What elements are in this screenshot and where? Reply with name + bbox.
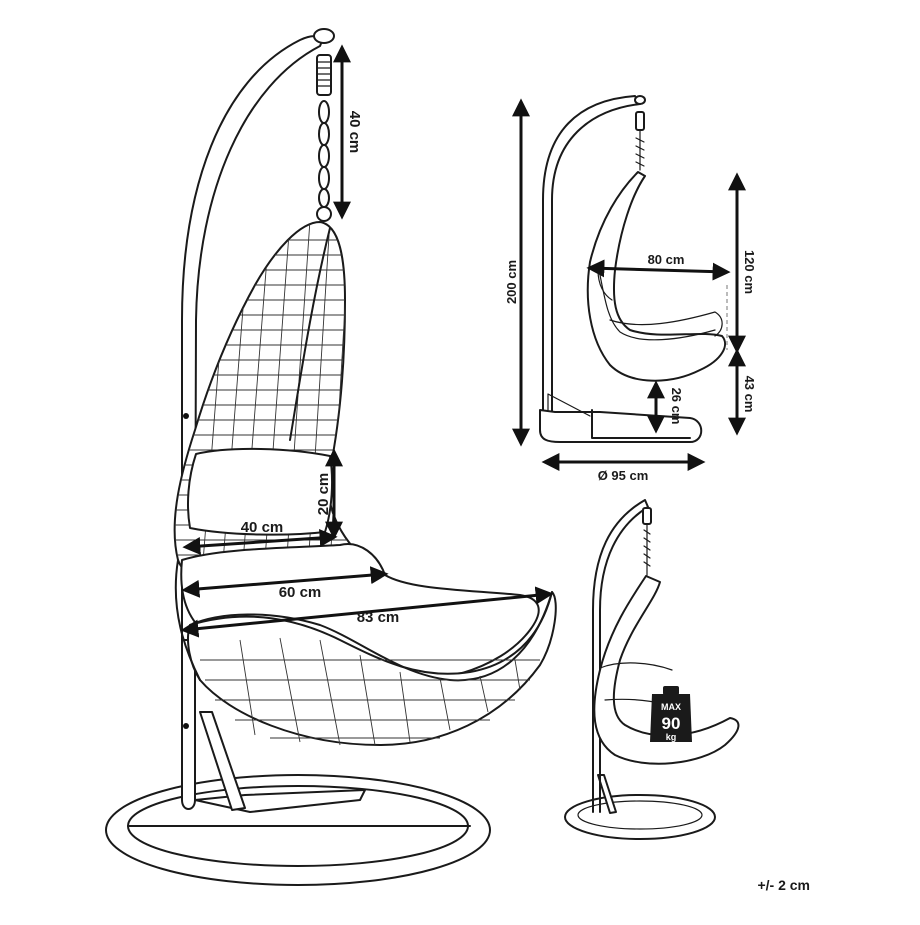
dim-base-height: 26 cm (647, 380, 684, 434)
dim-total-depth: 83 cm (180, 586, 554, 638)
load-base-ring (564, 794, 716, 840)
dim-chair-depth: 80 cm (586, 252, 731, 281)
label-base-diameter: Ø 95 cm (598, 468, 649, 483)
side-chair-shell (586, 171, 727, 382)
label-cushion-height: 20 cm (315, 473, 332, 516)
wicker-shell (173, 221, 384, 591)
weight-max-label: MAX (661, 702, 681, 712)
base-ring (105, 774, 491, 886)
dim-seat-floor-height: 43 cm (728, 348, 757, 436)
load-view: MAX 90 kg (564, 499, 740, 840)
weight-max-value: 90 (662, 714, 681, 733)
weight-badge: MAX 90 kg (650, 686, 692, 742)
label-chain-height: 40 cm (346, 111, 363, 154)
dim-chain-height: 40 cm (333, 44, 363, 220)
label-chair-depth: 80 cm (648, 252, 685, 267)
dim-base-diameter: Ø 95 cm (541, 453, 706, 483)
label-total-height: 200 cm (504, 260, 519, 304)
label-seat-floor-height: 43 cm (742, 376, 757, 413)
load-stand (592, 499, 649, 813)
label-back-width: 40 cm (241, 519, 284, 536)
dim-back-width: 40 cm (182, 519, 338, 556)
label-total-depth: 83 cm (357, 609, 400, 626)
weight-max-unit: kg (666, 732, 677, 742)
load-strut (597, 774, 617, 814)
dim-cushion-height: 20 cm (315, 448, 343, 540)
tolerance-note: +/- 2 cm (757, 877, 810, 893)
load-base-inner (577, 800, 703, 830)
spring (316, 54, 332, 96)
side-view: 200 cm 80 cm 120 cm 43 cm 26 cm Ø 95 cm (504, 95, 757, 483)
side-stand-arch (542, 95, 641, 421)
label-chair-height: 120 cm (742, 250, 757, 294)
main-view: 40 cm 20 cm 40 cm 60 cm 83 cm (105, 28, 557, 886)
dim-chair-height: 120 cm (728, 172, 757, 354)
top-cap (313, 28, 335, 44)
support-strut (199, 711, 246, 811)
dim-total-height: 200 cm (504, 98, 530, 447)
bolt-1 (183, 413, 189, 419)
label-base-height: 26 cm (669, 388, 684, 425)
bolt-2 (183, 723, 189, 729)
chain (316, 100, 332, 222)
load-chain (642, 507, 652, 576)
side-top-cap (634, 95, 646, 105)
frame-rim (174, 559, 201, 681)
label-seat-depth: 60 cm (279, 584, 322, 601)
side-chain (635, 111, 645, 171)
